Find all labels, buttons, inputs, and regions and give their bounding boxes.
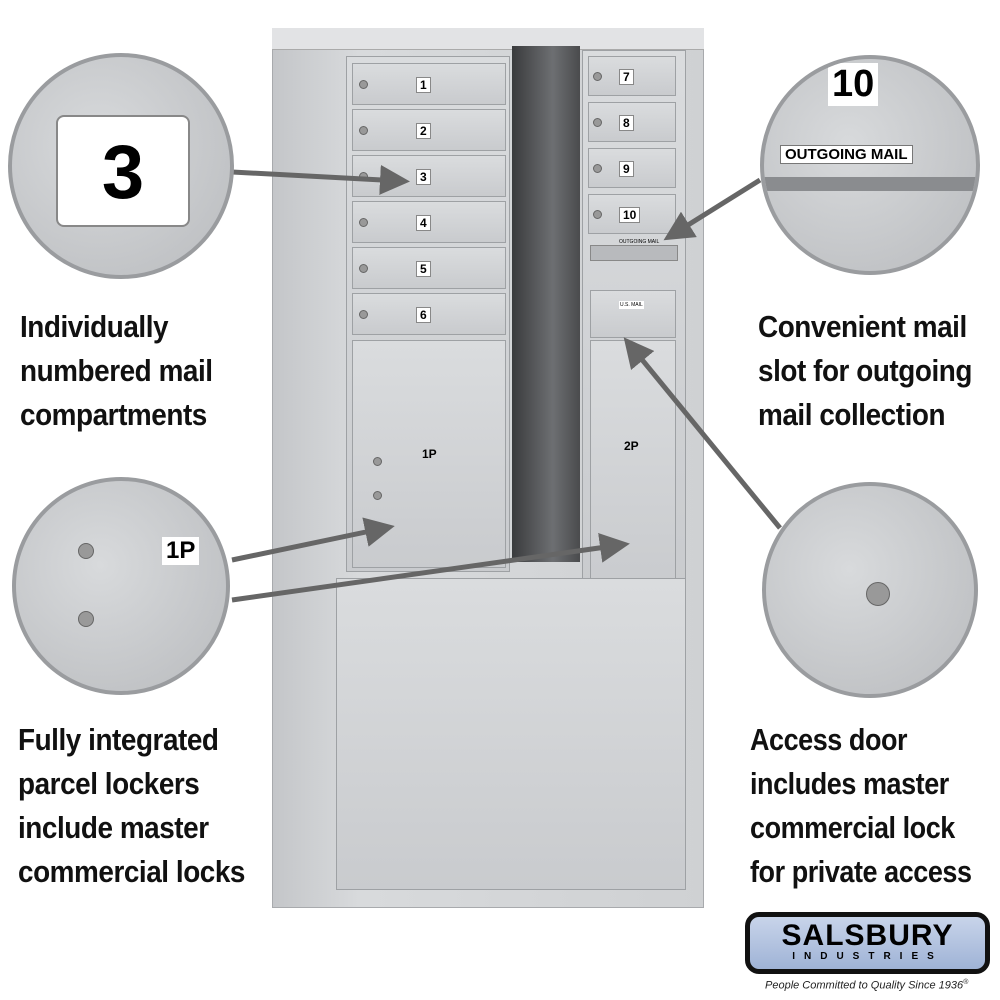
caption-bottom-right: Access door includes master commercial l… [750, 722, 972, 889]
zoom-circle-access-door [762, 482, 978, 698]
compartment-number: 2 [416, 123, 431, 139]
compartment-number: 4 [416, 215, 431, 231]
compartment-number: 9 [619, 161, 634, 177]
compartment-9[interactable]: 9 [588, 148, 676, 188]
compartment-1[interactable]: 1 [352, 63, 506, 105]
logo-tagline-text: People Committed to Quality Since 1936 [765, 979, 964, 992]
compartment-number: 7 [619, 69, 634, 85]
compartment-number: 6 [416, 307, 431, 323]
zoom-circle-parcel-locker: 1P [12, 477, 230, 695]
caption-bottom-left: Fully integrated parcel lockers include … [18, 722, 245, 889]
compartment-number: 1 [416, 77, 431, 93]
open-cabinet-interior [512, 46, 580, 562]
lock-icon [78, 543, 94, 559]
arrow-outgoing [663, 177, 762, 241]
zoom-circle-outgoing-mail: 10 OUTGOING MAIL [760, 55, 980, 275]
pedestal-panel [336, 578, 686, 890]
lock-icon [593, 210, 602, 219]
caption-top-left: Individually numbered mail compartments [20, 309, 213, 432]
parcel-locker-1p: 1P [352, 340, 506, 568]
compartment-5[interactable]: 5 [352, 247, 506, 289]
zoom-circle-compartment-3: 3 [8, 53, 234, 279]
lock-icon [359, 310, 368, 319]
compartment-8[interactable]: 8 [588, 102, 676, 142]
compartment-2[interactable]: 2 [352, 109, 506, 151]
logo-tagline: People Committed to Quality Since 1936® [765, 979, 968, 992]
lock-icon [359, 126, 368, 135]
compartment-10[interactable]: 10 [588, 194, 676, 234]
arrow-access [623, 337, 782, 530]
compartment-4[interactable]: 4 [352, 201, 506, 243]
lock-icon [359, 264, 368, 273]
caption-top-right: Convenient mail slot for outgoing mail c… [758, 309, 972, 432]
compartment-6[interactable]: 6 [352, 293, 506, 335]
registered-mark: ® [963, 979, 969, 986]
cabinet-top [272, 28, 704, 50]
lock-icon [373, 457, 382, 466]
salsbury-logo: SALSBURY INDUSTRIES [745, 912, 990, 974]
lock-icon [359, 218, 368, 227]
lock-icon [593, 164, 602, 173]
lock-icon [593, 72, 602, 81]
compartment-3[interactable]: 3 [352, 155, 506, 197]
lock-icon [359, 80, 368, 89]
outgoing-mail-slot[interactable]: OUTGOING MAIL [590, 239, 678, 261]
arrow-1p [231, 517, 395, 563]
compartment-number: 3 [416, 169, 431, 185]
compartment-number: 10 [619, 207, 641, 223]
compartment-number: 5 [416, 261, 431, 277]
lock-icon [78, 611, 94, 627]
arrow-2p [231, 532, 630, 603]
lock-icon [593, 118, 602, 127]
arrow-3 [231, 164, 410, 195]
lock-icon [373, 491, 382, 500]
compartment-7[interactable]: 7 [588, 56, 676, 96]
lock-icon [866, 582, 890, 606]
compartment-number: 8 [619, 115, 634, 131]
